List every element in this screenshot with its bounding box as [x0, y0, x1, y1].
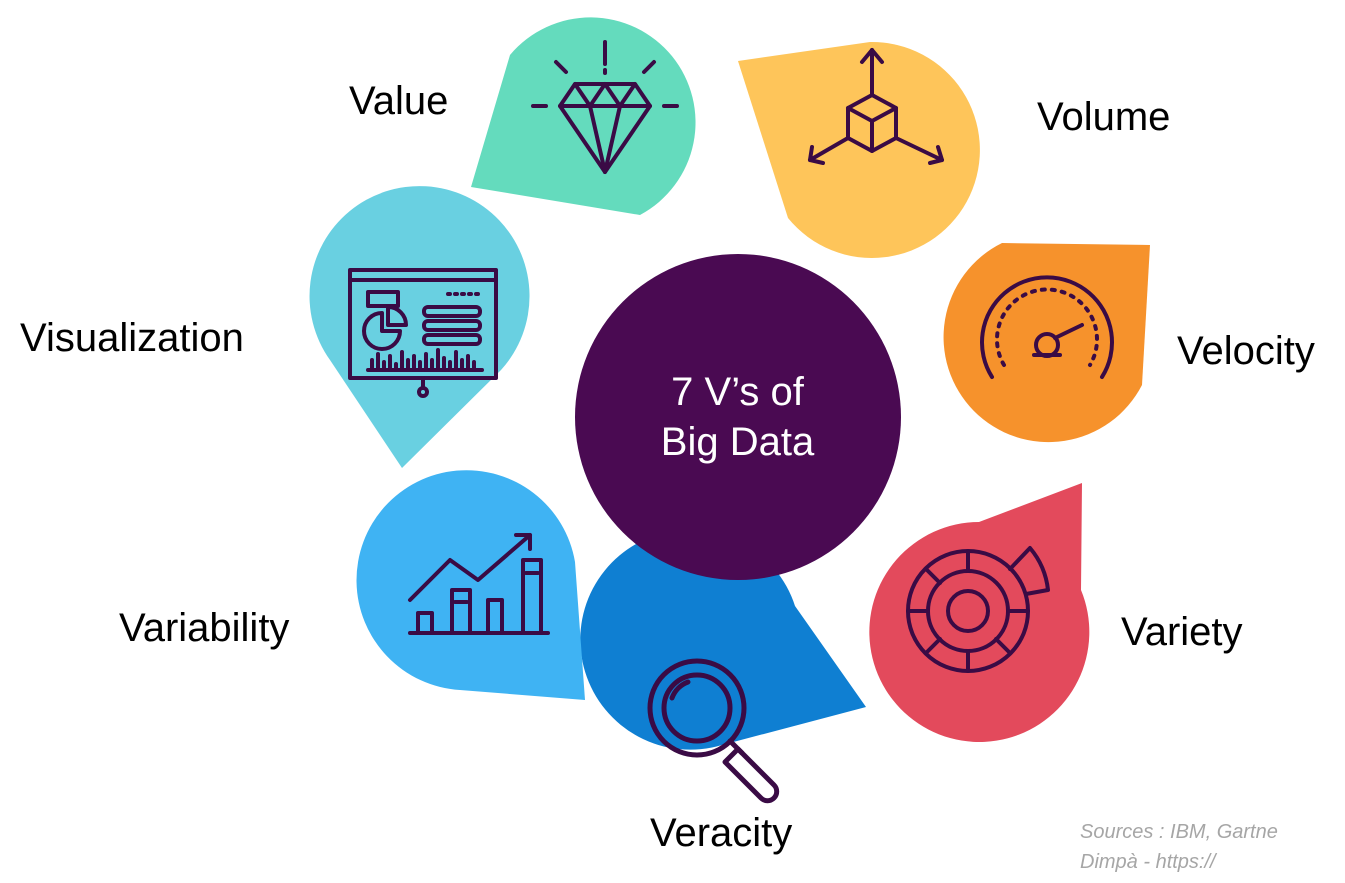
drop-volume	[738, 41, 980, 258]
presentation-board-icon	[348, 268, 498, 398]
speedometer-icon	[980, 275, 1114, 379]
label-visualization: Visualization	[20, 316, 244, 360]
cube-arrows-icon	[808, 48, 944, 165]
bar-chart-trend-icon	[408, 533, 550, 635]
drop-visualization	[309, 186, 530, 468]
label-veracity: Veracity	[650, 811, 793, 855]
label-volume: Volume	[1037, 95, 1171, 139]
center-title: 7 V’s of Big Data	[575, 254, 900, 579]
sources-note: Sources : IBM, Gartne Dimpà - https://	[1080, 817, 1345, 883]
label-variability: Variability	[119, 606, 290, 650]
drop-variability	[356, 470, 585, 700]
radial-segments-icon	[906, 546, 1050, 673]
label-variety: Variety	[1121, 610, 1243, 654]
drop-variety	[869, 483, 1090, 742]
sources-line2: Dimpà - https://	[1080, 851, 1216, 873]
center-title-line2: Big Data	[660, 419, 815, 464]
label-value: Value	[349, 79, 449, 123]
drop-value	[471, 17, 696, 216]
drop-velocity	[943, 243, 1150, 443]
center-title-line1: 7 V’s of	[671, 369, 804, 414]
sources-line1: Sources : IBM, Gartne	[1080, 821, 1278, 843]
magnifier-icon	[647, 658, 780, 804]
diamond-icon	[531, 40, 679, 174]
center-circle	[575, 254, 901, 580]
label-velocity: Velocity	[1177, 329, 1315, 373]
